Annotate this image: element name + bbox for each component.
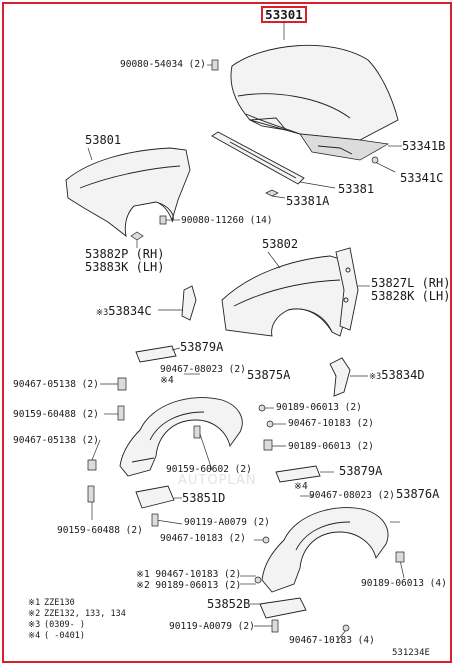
note-mark: ※1 bbox=[28, 598, 41, 608]
marker-m6: ※2 bbox=[136, 580, 150, 591]
callout-c36[interactable]: 90119-A0079 (2) bbox=[169, 621, 255, 632]
hood-seal-strip[interactable] bbox=[211, 131, 305, 185]
front-fender-right[interactable] bbox=[221, 255, 353, 337]
note-row: ※4( -0401) bbox=[28, 631, 126, 642]
bolt-icon bbox=[371, 156, 379, 164]
liner-bracket-53851d[interactable] bbox=[135, 485, 175, 509]
clip-icon bbox=[262, 536, 270, 544]
callout-c19[interactable]: ※353834D bbox=[369, 369, 425, 384]
callout-c35[interactable]: 53852B bbox=[207, 597, 251, 611]
callout-c29[interactable]: 90159-60488 (2) bbox=[57, 525, 143, 536]
clip-icon bbox=[263, 439, 273, 451]
bolt-icon bbox=[159, 215, 167, 225]
callout-c7[interactable]: 90080-11260 (14) bbox=[181, 215, 273, 226]
screw-icon bbox=[87, 485, 95, 503]
callout-c12[interactable]: 53828K (LH) bbox=[371, 289, 451, 303]
marker-m2: ※4 bbox=[160, 375, 174, 386]
splash-plate-53879a-2[interactable] bbox=[275, 465, 321, 483]
callout-c8[interactable]: 53882P (RH) bbox=[85, 247, 165, 261]
callout-c15[interactable]: 90467-08023 (2) bbox=[160, 364, 246, 375]
callout-c32[interactable]: ※1 90467-10183 (2) bbox=[136, 569, 241, 580]
callout-c3[interactable]: 53341B bbox=[402, 139, 446, 153]
clip-icon bbox=[265, 189, 279, 197]
callout-c20[interactable]: 90189-06013 (2) bbox=[276, 402, 362, 413]
marker-m5: ※1 bbox=[136, 569, 150, 580]
screw-icon bbox=[151, 513, 159, 527]
clip-icon bbox=[87, 459, 97, 471]
marker-m1: ※3 bbox=[96, 308, 109, 318]
fender-liner-53875a[interactable] bbox=[119, 397, 243, 477]
callout-c6[interactable]: 53381A bbox=[286, 194, 330, 208]
note-row: ※3(0309- ) bbox=[28, 620, 126, 631]
hood-panel[interactable] bbox=[230, 44, 399, 161]
liner-bracket-53852b[interactable] bbox=[259, 597, 307, 619]
clip-icon bbox=[342, 624, 350, 632]
callout-c13[interactable]: ※353834C bbox=[96, 305, 152, 320]
callout-c31[interactable]: 90467-10183 (2) bbox=[160, 533, 246, 544]
callout-c37[interactable]: 90467-10183 (4) bbox=[289, 635, 375, 646]
note-text: ( -0401) bbox=[44, 631, 85, 641]
callout-c17[interactable]: 90467-05138 (2) bbox=[13, 379, 99, 390]
callout-c1[interactable]: 90080-54034 (2) bbox=[120, 59, 206, 70]
front-fender-left-upper[interactable] bbox=[65, 147, 191, 238]
screw-icon bbox=[271, 619, 279, 633]
callout-c25[interactable]: 53879A bbox=[339, 464, 383, 478]
note-text: ZZE132, 133, 134 bbox=[44, 609, 126, 619]
note-text: (0309- ) bbox=[44, 620, 85, 630]
callout-c2[interactable]: 53801 bbox=[85, 133, 122, 147]
callout-c10[interactable]: 53802 bbox=[262, 237, 299, 251]
note-mark: ※2 bbox=[28, 609, 41, 619]
callout-c21[interactable]: 90467-10183 (2) bbox=[288, 418, 374, 429]
fender-bracket-53834d[interactable] bbox=[329, 357, 351, 397]
callout-c9[interactable]: 53883K (LH) bbox=[85, 260, 165, 274]
screw-icon bbox=[117, 405, 125, 421]
callout-c28[interactable]: 53851D bbox=[182, 491, 226, 505]
fender-bracket-53827[interactable] bbox=[335, 247, 359, 331]
clip-icon bbox=[117, 377, 127, 391]
clip-icon bbox=[130, 231, 144, 241]
splash-plate-53879a[interactable] bbox=[135, 345, 177, 363]
callout-c34[interactable]: 90189-06013 (4) bbox=[361, 578, 447, 589]
callout-c18[interactable]: 90159-60488 (2) bbox=[13, 409, 99, 420]
callout-c26[interactable]: 90467-08023 (2) bbox=[309, 490, 395, 501]
callout-c14[interactable]: 53879A bbox=[180, 340, 224, 354]
callout-c24[interactable]: 90159-60602 (2) bbox=[166, 464, 252, 475]
callout-c4[interactable]: 53341C bbox=[400, 171, 444, 185]
callout-c11[interactable]: 53827L (RH) bbox=[371, 276, 451, 290]
drawing-id: 531234E bbox=[392, 648, 430, 658]
clip-icon bbox=[258, 404, 266, 412]
fender-bracket-53834c[interactable] bbox=[181, 285, 197, 321]
note-mark: ※4 bbox=[28, 631, 41, 641]
watermark: AUTOPLAN bbox=[178, 473, 257, 488]
callout-c33[interactable]: ※2 90189-06013 (2) bbox=[136, 580, 241, 591]
callout-c27[interactable]: 53876A bbox=[396, 487, 440, 501]
clip-icon bbox=[254, 576, 262, 584]
callout-c22[interactable]: 90467-05138 (2) bbox=[13, 435, 99, 446]
note-mark: ※3 bbox=[28, 620, 41, 630]
fender-liner-53876a[interactable] bbox=[261, 507, 389, 593]
clip-icon bbox=[395, 551, 405, 563]
bumper-icon bbox=[211, 59, 219, 71]
callout-c13-text: 53834C bbox=[108, 304, 152, 318]
callout-c30[interactable]: 90119-A0079 (2) bbox=[184, 517, 270, 528]
callout-c19-text: 53834D bbox=[381, 368, 425, 382]
clip-icon bbox=[266, 420, 274, 428]
marker-m4: ※4 bbox=[294, 481, 308, 492]
callout-c23[interactable]: 90189-06013 (2) bbox=[288, 441, 374, 452]
callout-c5[interactable]: 53381 bbox=[338, 182, 375, 196]
marker-m3: ※3 bbox=[369, 372, 382, 382]
callout-c33-text: 90189-06013 (2) bbox=[155, 580, 242, 591]
note-text: ZZE130 bbox=[44, 598, 75, 608]
screw-icon bbox=[193, 425, 201, 439]
callout-c32-text: 90467-10183 (2) bbox=[155, 569, 242, 580]
callout-c16[interactable]: 53875A bbox=[247, 368, 291, 382]
diagram-frame bbox=[2, 2, 452, 663]
